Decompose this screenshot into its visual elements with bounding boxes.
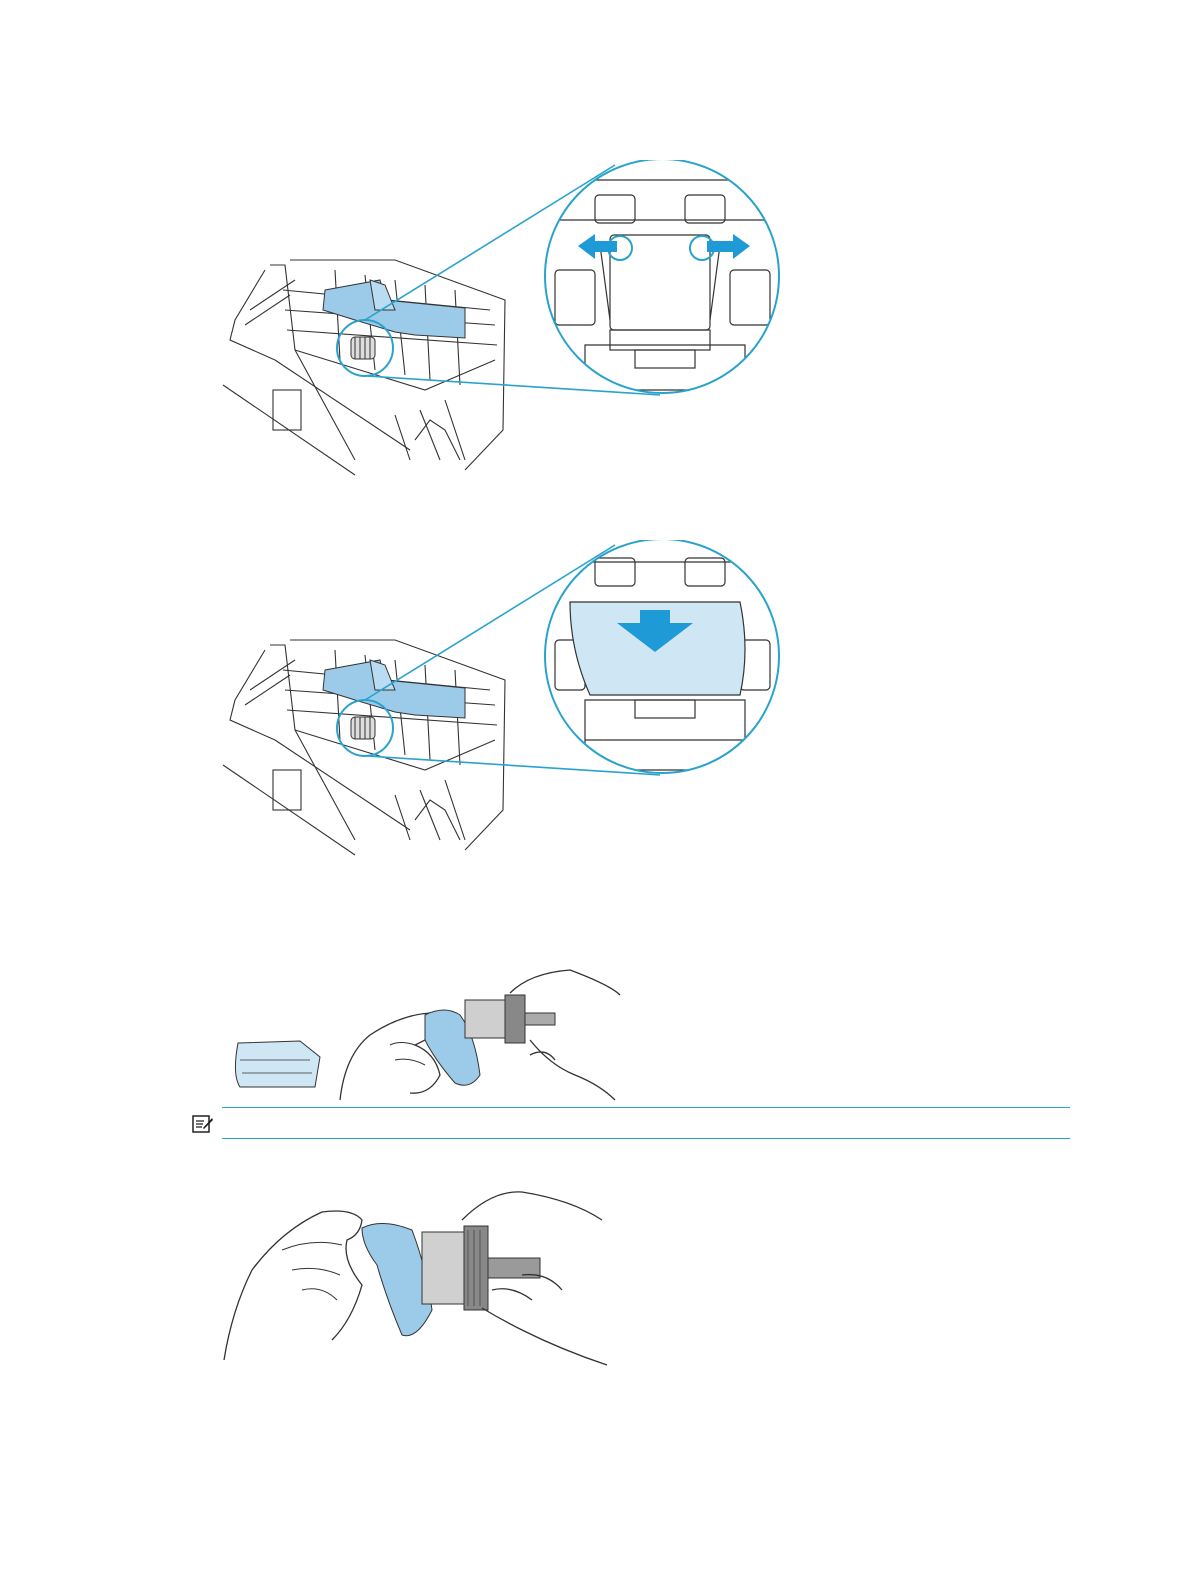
left-hand bbox=[224, 1211, 362, 1360]
figure-remove-roller bbox=[215, 540, 785, 860]
zoom-detail-release-tabs bbox=[545, 160, 785, 400]
cloth-icon bbox=[235, 1041, 320, 1087]
roller bbox=[422, 1232, 470, 1304]
note-icon bbox=[192, 1114, 214, 1134]
note-top-rule bbox=[222, 1107, 1070, 1108]
right-hand bbox=[510, 970, 620, 1100]
figure-release-tabs bbox=[215, 160, 785, 480]
note-bottom-rule bbox=[222, 1138, 1070, 1139]
figure-cloth-and-roller bbox=[230, 965, 630, 1105]
zoom-detail-remove-roller bbox=[545, 540, 785, 780]
figure-wiping-closeup bbox=[222, 1190, 612, 1370]
roller bbox=[465, 1000, 510, 1038]
